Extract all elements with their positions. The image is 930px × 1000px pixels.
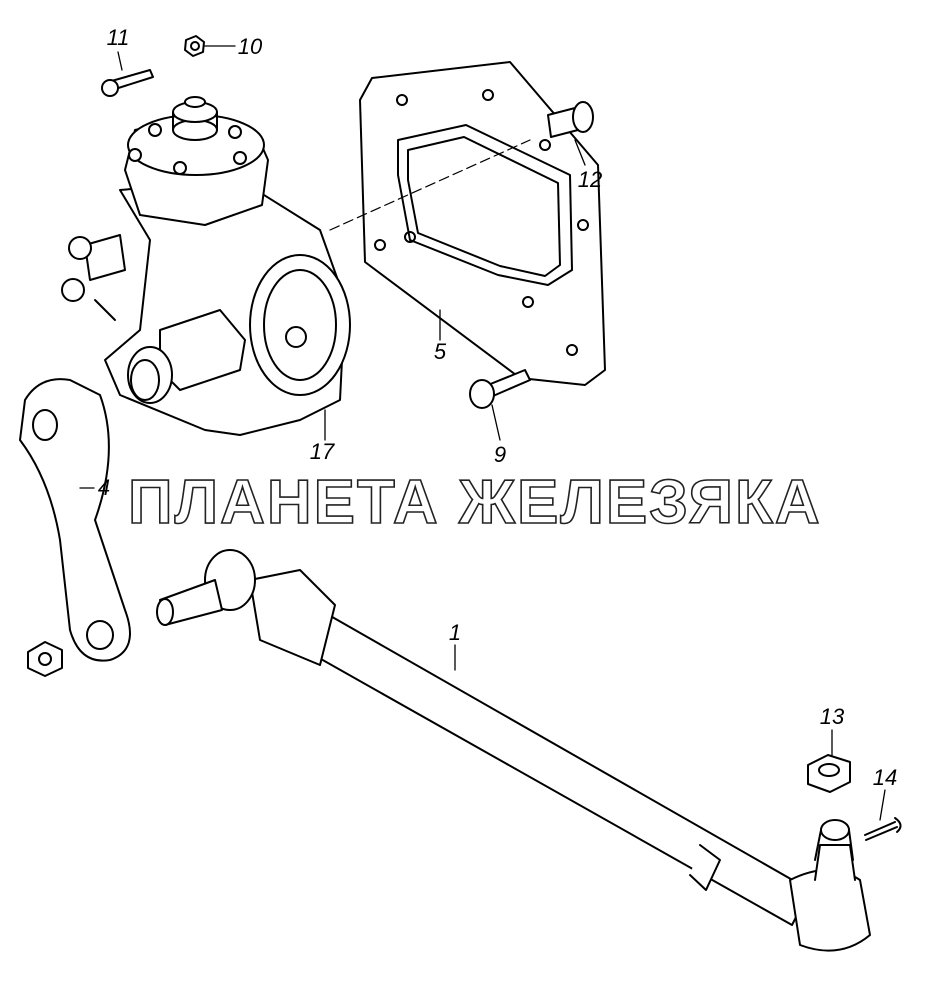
callout-14: 14: [872, 765, 898, 790]
callout-5: 5: [433, 339, 447, 364]
callout-10: 10: [237, 34, 263, 59]
callout-4: 4: [97, 475, 111, 500]
pitman-arm-4: [19, 378, 131, 662]
nut-10: [184, 35, 205, 57]
cotter-pin-14: [864, 817, 902, 841]
callout-12: 12: [577, 167, 603, 192]
callout-13: 13: [819, 704, 845, 729]
castle-nut: [27, 641, 63, 677]
watermark: ПЛАНЕТА ЖЕЛЕЗЯКА: [127, 468, 822, 537]
callout-11: 11: [106, 25, 130, 50]
steering-gear-17: [61, 96, 351, 436]
callout-17: 17: [309, 439, 335, 464]
leader-lines: [79, 45, 886, 821]
bolt-12: [547, 101, 594, 138]
tie-rod-1: [156, 549, 871, 952]
castle-nut-13: [807, 754, 851, 793]
callout-9: 9: [493, 442, 507, 467]
bolt-11: [101, 69, 154, 97]
gasket-plate-5: [359, 61, 606, 386]
bolt-9: [469, 369, 531, 409]
callout-1: 1: [448, 620, 462, 645]
